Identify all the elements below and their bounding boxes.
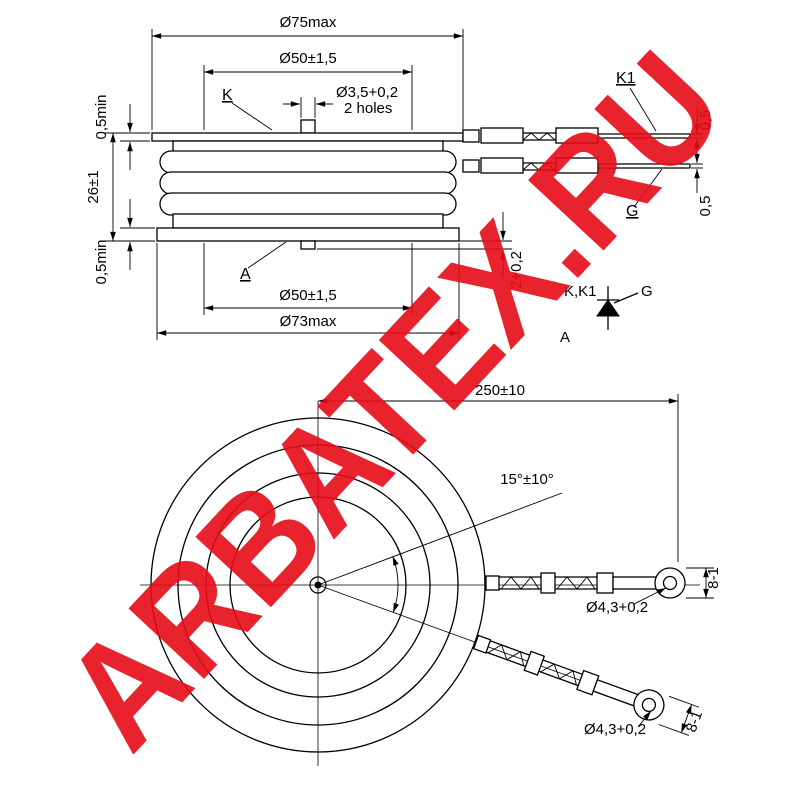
dim-lead-g-thickness-label: 0,5 [697, 196, 714, 217]
label-k: K [222, 87, 273, 131]
dim-holes: Ø3,5+0,2 2 holes [283, 84, 398, 118]
top-center-pin [300, 119, 316, 134]
lower-neck [172, 213, 444, 229]
dim-d50-top: Ø50±1,5 [203, 50, 413, 130]
dim-d73max-label: Ø73max [280, 313, 337, 330]
dim-holes-count-label: 2 holes [344, 100, 392, 117]
device-outline [151, 119, 464, 250]
label-g-text: G [626, 203, 638, 220]
dim-d73max: Ø73max [156, 243, 460, 340]
dim-gap-bottom-label: 0,5min [93, 239, 110, 284]
label-g: G [626, 168, 663, 220]
label-k1-text: K1 [616, 70, 636, 87]
dim-gap-top-label: 0,5min [93, 94, 110, 139]
symbol-gate-label: G [641, 283, 653, 300]
bottom-flange [156, 227, 460, 242]
dim-lug2-hole: Ø4,3+0,2 [584, 710, 652, 738]
dim-d75max-label: Ø75max [280, 14, 337, 31]
dim-lug2-width: 8-1 [658, 695, 706, 736]
dim-gap-top: 0,5min [93, 94, 150, 170]
thyristor-symbol: K,K1 G A [560, 283, 653, 346]
upper-lead [485, 567, 686, 599]
dim-d75max: Ø75max [151, 14, 464, 130]
dim-holes-dia-label: Ø3,5+0,2 [336, 84, 398, 101]
dim-lug1-hole-label: Ø4,3+0,2 [586, 599, 648, 616]
dim-lead-k1-thickness: 0,5 [691, 108, 714, 163]
dim-d50-bottom-label: Ø50±1,5 [279, 287, 336, 304]
upper-lug-hole [662, 575, 678, 591]
dim-lug1-width-label: 8-1 [705, 567, 722, 589]
side-view: Ø75max Ø50±1,5 Ø3,5+0,2 2 holes K [85, 14, 714, 346]
dim-lead-k1-thickness-label: 0,5 [697, 110, 714, 131]
dim-height: 26±1 [85, 132, 155, 242]
label-a: A [240, 241, 287, 283]
dim-lug1-hole: Ø4,3+0,2 [586, 587, 667, 616]
symbol-cathode-label: K,K1 [564, 283, 597, 300]
dim-d50-top-label: Ø50±1,5 [279, 50, 336, 67]
dim-gap-bottom: 0,5min [93, 199, 155, 285]
dim-height-label: 26±1 [85, 170, 102, 203]
dim-pin-height: 2+0,2 [317, 212, 525, 289]
label-a-text: A [240, 266, 251, 283]
label-k1: K1 [616, 70, 657, 132]
lower-lead: 8-1 [472, 634, 706, 736]
bottom-center-pin [300, 240, 316, 250]
symbol-anode-label: A [560, 329, 570, 346]
dim-length-label: 250±10 [475, 382, 525, 399]
dim-pin-height-label: 2+0,2 [508, 251, 525, 289]
dim-lug2-hole-label: Ø4,3+0,2 [584, 721, 646, 738]
dim-lug2-width-label: 8-1 [683, 708, 706, 734]
ceramic-ribs [159, 150, 457, 216]
dim-length: 250±10 [318, 382, 679, 562]
dim-lead-g-thickness: 0,5 [691, 163, 714, 217]
lead-k1-side [462, 127, 691, 144]
dim-lug1-width: 8-1 [686, 567, 722, 599]
top-flange [151, 132, 464, 142]
label-k-text: K [222, 87, 233, 104]
dim-d50-bottom: Ø50±1,5 [203, 243, 413, 315]
dim-angle: 15°±10° [317, 471, 563, 613]
dim-angle-label: 15°±10° [500, 471, 554, 488]
lead-g-side [462, 157, 691, 174]
plan-view: 15°±10° 250±10 8-1 [140, 382, 722, 766]
